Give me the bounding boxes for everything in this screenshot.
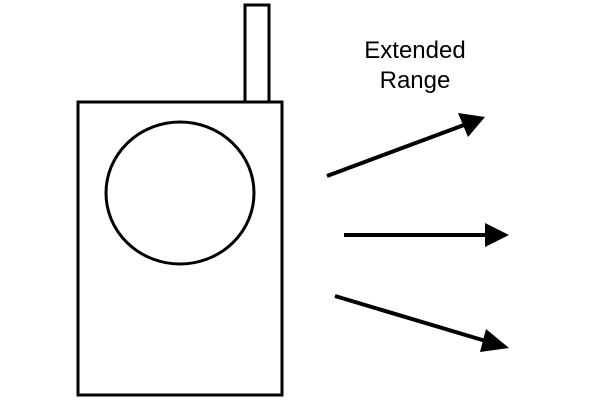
radio-device-body: [76, 100, 284, 397]
extended-range-label: Extended Range: [330, 36, 500, 96]
label-line-2: Range: [379, 67, 451, 94]
arrow-middle: [344, 223, 509, 247]
arrow-top: [326, 113, 485, 178]
antenna-icon: [243, 3, 271, 104]
label-line-1: Extended: [364, 37, 466, 64]
speaker-icon: [104, 120, 256, 266]
arrow-bottom: [334, 294, 509, 352]
